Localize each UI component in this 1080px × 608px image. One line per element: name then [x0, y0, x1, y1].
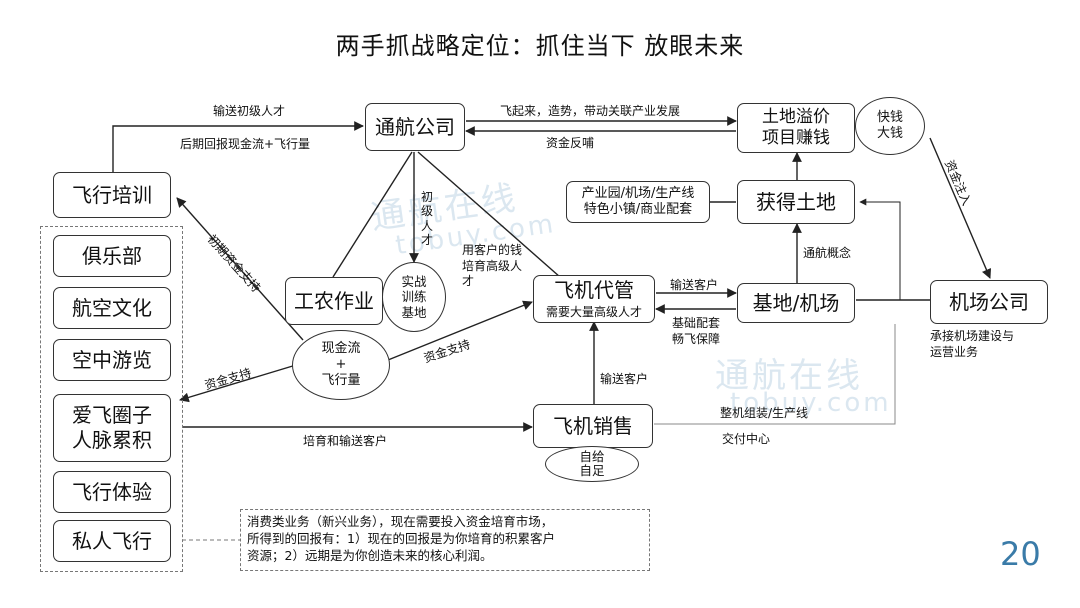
- watermark-bottom: 通航在线: [715, 356, 863, 396]
- watermark-bottom-en: tobuy.com: [730, 388, 892, 418]
- node-feiji-daiguan-sub: 需要大量高级人才: [545, 305, 642, 319]
- node-zigei-line2: 自足: [579, 463, 605, 478]
- link-xianjin-to-left: [179, 364, 297, 403]
- label-chuji-rencai: 初级人才: [420, 190, 433, 248]
- label-yong-kehu: 用客户的钱培育高级人才: [462, 243, 523, 289]
- link-xianjin-to-peixun: [176, 197, 304, 341]
- node-jidi-jichang-label: 基地/机场: [752, 290, 840, 315]
- link-tonghang-to-gongnong: [332, 151, 413, 278]
- note-consumer-business: 消费类业务（新兴业务），现在需要投入资金培育市场， 所得到的回报有：1）现在的回…: [240, 509, 650, 571]
- link-tonghang-to-daiguan: [417, 151, 561, 278]
- node-tonghang-company: 通航公司: [365, 103, 465, 151]
- label-zijin-fanbu: 资金反哺: [546, 136, 595, 150]
- node-hangkong-wenhua-label: 航空文化: [72, 295, 152, 320]
- node-gongnong-label: 工农作业: [294, 288, 374, 313]
- node-huode-tudi: 获得土地: [737, 180, 855, 224]
- node-chanyeyuan: 产业园/机场/生产线 特色小镇/商业配套: [566, 181, 710, 223]
- node-chanyeyuan-line2: 特色小镇/商业配套: [583, 202, 693, 217]
- node-jidi-jichang: 基地/机场: [737, 283, 855, 323]
- node-chanyeyuan-line1: 产业园/机场/生产线: [581, 185, 695, 201]
- node-julebu: 俱乐部: [53, 235, 171, 277]
- node-jichang-gongsi-label: 机场公司: [949, 289, 1029, 314]
- node-hangkong-wenhua: 航空文化: [53, 287, 171, 329]
- node-feiji-daiguan: 飞机代管 需要大量高级人才: [533, 275, 655, 323]
- label-shusong-chuji: 输送初级人才: [213, 104, 286, 118]
- note-line2: 所得到的回报有：1）现在的回报是为你培育的积累客户: [247, 530, 555, 546]
- label-jichu-peitao-line2: 畅飞保障: [671, 331, 720, 346]
- node-feixing-tiyan: 飞行体验: [53, 471, 171, 513]
- node-zigei-line1: 自给: [579, 448, 605, 464]
- link-tudi-to-jichang: [929, 137, 992, 279]
- node-tudi-yijia-line2: 项目赚钱: [762, 128, 830, 148]
- node-xianjinliu: 现金流 + 飞行量: [292, 330, 390, 400]
- node-aifei-line2: 人脉累积: [72, 428, 152, 452]
- link-jichang-to-xiaoshou: [654, 324, 896, 425]
- node-jichang-gongsi: 机场公司: [930, 280, 1048, 324]
- note-line1: 消费类业务（新兴业务），现在需要投入资金培育市场，: [247, 514, 554, 529]
- node-siren-feixing-label: 私人飞行: [72, 528, 152, 553]
- node-feixing-tiyan-label: 飞行体验: [72, 479, 152, 504]
- node-xianjinliu-line2: +: [335, 356, 347, 372]
- node-shizhan-line1: 实战: [401, 273, 427, 289]
- label-shusong-kehu-right: 输送客户: [670, 278, 719, 292]
- node-xianjinliu-line3: 飞行量: [321, 373, 361, 389]
- node-kuaiqian: 快钱 大钱: [855, 97, 925, 155]
- label-shusong-kehu-up: 输送客户: [600, 372, 649, 386]
- node-xianjinliu-line1: 现金流: [321, 340, 361, 356]
- label-peiyu-shusong: 培育和输送客户: [303, 434, 388, 448]
- node-feixing-peixun-label: 飞行培训: [72, 182, 152, 207]
- node-tonghang-label: 通航公司: [375, 114, 455, 139]
- node-julebu-label: 俱乐部: [82, 243, 142, 268]
- label-chengjie-line2: 运营业务: [930, 344, 979, 359]
- link-peixun-to-tonghang: [112, 121, 364, 172]
- link-xianjin-to-daiguan: [387, 300, 533, 361]
- node-gongnong-zuoye: 工农作业: [285, 277, 383, 325]
- node-tudi-yijia: 土地溢价 项目赚钱: [737, 103, 855, 153]
- note-line3: 资源；2）远期是为你创造未来的核心利润。: [247, 547, 493, 563]
- node-aifei-line1: 爱飞圈子: [72, 403, 152, 427]
- label-tonghang-gainian: 通航概念: [803, 246, 852, 260]
- node-feixing-peixun: 飞行培训: [53, 172, 171, 218]
- node-feiji-xiaoshou-label: 飞机销售: [553, 413, 633, 438]
- node-shizhan-line3: 基地: [401, 304, 427, 320]
- link-jichang-to-huodetudi: [859, 198, 901, 300]
- node-kuaiqian-line2: 大钱: [876, 126, 903, 141]
- node-tudi-yijia-line1: 土地溢价: [762, 106, 830, 127]
- node-aifei-quanzi: 爱飞圈子 人脉累积: [53, 394, 171, 462]
- label-jichu-peitao: 基础配套 畅飞保障: [666, 316, 726, 347]
- node-huode-tudi-label: 获得土地: [756, 189, 836, 214]
- label-houqi-huibao: 后期回报现金流+飞行量: [180, 137, 311, 151]
- page-title: 两手抓战略定位：抓住当下 放眼未来: [335, 32, 745, 60]
- label-chengjie: 承接机场建设与 运营业务: [930, 329, 1014, 360]
- page-number: 20: [1000, 535, 1041, 573]
- label-zhengji-zuzhuang: 整机组装/生产线: [720, 406, 809, 420]
- node-siren-feixing: 私人飞行: [53, 520, 171, 562]
- label-feiqilai: 飞起来，造势，带动关联产业发展: [500, 104, 681, 118]
- node-kuaiqian-line1: 快钱: [876, 109, 903, 125]
- node-kongzhong-youlan-label: 空中游览: [72, 347, 152, 372]
- node-feiji-daiguan-label: 飞机代管: [554, 278, 634, 302]
- label-jichu-peitao-line1: 基础配套: [671, 316, 720, 330]
- consumer-business-group: [40, 226, 183, 572]
- label-chengjie-line1: 承接机场建设与: [930, 329, 1015, 343]
- node-shizhan-line2: 训练: [401, 289, 427, 305]
- node-feiji-xiaoshou: 飞机销售: [533, 404, 653, 448]
- node-shizhan-jidi: 实战 训练 基地: [382, 262, 446, 332]
- label-jiaofu-zhongxin: 交付中心: [722, 432, 771, 446]
- node-kongzhong-youlan: 空中游览: [53, 339, 171, 381]
- node-zigei-zizu: 自给 自足: [545, 446, 639, 482]
